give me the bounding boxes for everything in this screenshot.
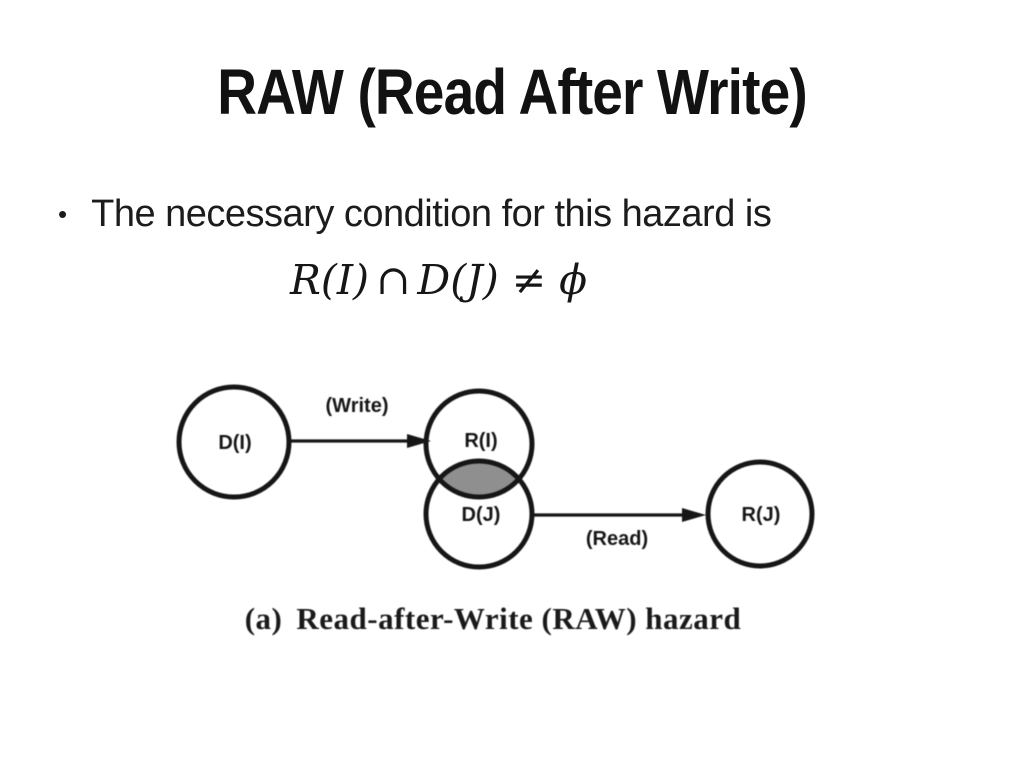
caption-text: Read-after-Write (RAW) hazard [296, 601, 742, 636]
caption-index: (a) [244, 601, 283, 636]
formula-rhs: D(J) [417, 256, 499, 304]
write-arrowhead-icon [407, 434, 431, 448]
math-formula: R(I)∩D(J)≠ϕ [290, 254, 587, 306]
read-arrowhead-icon [682, 508, 706, 522]
node-label-rj: R(J) [742, 504, 781, 526]
node-circle-ri [423, 388, 535, 500]
bullet-line: • The necessary condition for this hazar… [58, 192, 772, 236]
node-label-di: D(I) [218, 432, 251, 454]
node-circle-rj [705, 459, 815, 569]
hazard-diagram: D(I) R(I) D(J) R(J) (Write) (Read) [176, 384, 815, 570]
formula-lhs: R(I) [290, 256, 370, 304]
node-label-ri: R(I) [464, 430, 497, 452]
phi-symbol: ϕ [559, 256, 588, 304]
read-edge-label: (Read) [586, 528, 648, 550]
node-label-dj: D(J) [462, 504, 501, 526]
not-equal-symbol: ≠ [511, 256, 547, 304]
figure-caption: (a) Read-after-Write (RAW) hazard [140, 601, 846, 637]
node-circle-dj [423, 458, 535, 570]
intersection-symbol: ∩ [376, 256, 411, 304]
bullet-text: The necessary condition for this hazard … [91, 193, 772, 235]
write-edge-label: (Write) [326, 395, 389, 417]
slide-title: RAW (Read After Write) [217, 56, 807, 128]
node-circle-di [176, 384, 292, 500]
bullet-marker: • [58, 199, 68, 229]
